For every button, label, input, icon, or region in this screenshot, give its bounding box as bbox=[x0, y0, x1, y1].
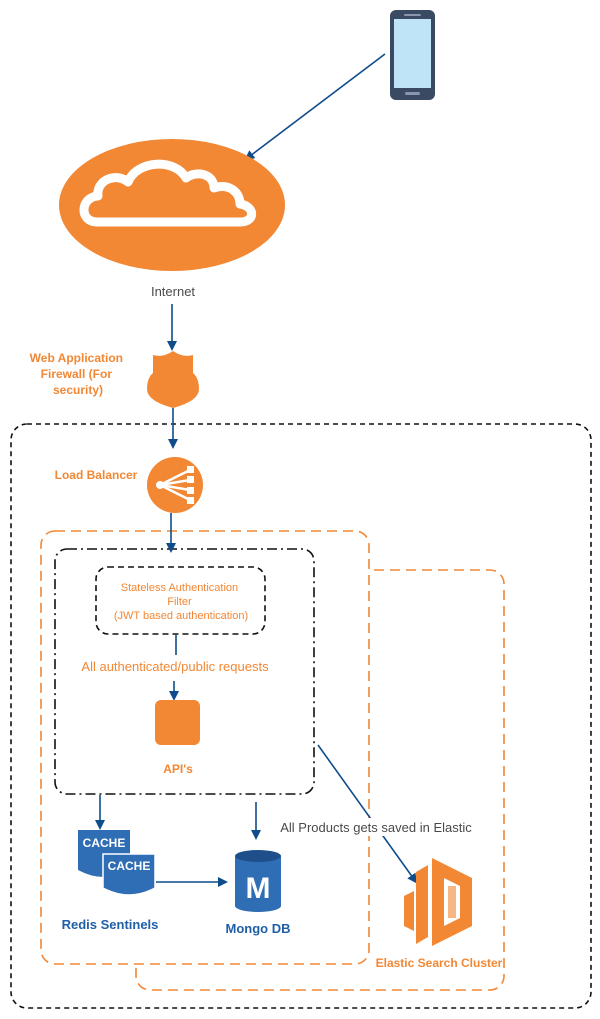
load-balancer-label: Load Balancer bbox=[55, 468, 138, 482]
load-balancer-icon bbox=[147, 457, 203, 513]
api-label: API's bbox=[163, 762, 193, 776]
elasticsearch-icon bbox=[404, 858, 472, 946]
auth-filter-box bbox=[95, 566, 266, 635]
elastic-note-bg bbox=[274, 818, 478, 836]
outer-cluster-boundary bbox=[10, 423, 592, 1009]
redis-label: Redis Sentinels bbox=[62, 917, 159, 932]
auth-filter-label: Stateless Authentication Filter (JWT bas… bbox=[114, 582, 248, 622]
cache-top-label: CACHE bbox=[83, 836, 126, 850]
api-container-boundary bbox=[54, 548, 315, 795]
requests-label: All authenticated/public requests bbox=[81, 659, 269, 674]
database-icon bbox=[235, 850, 281, 912]
elastic-cluster-label: Elastic Search Cluster bbox=[376, 956, 503, 970]
cache-icon bbox=[78, 830, 156, 896]
mongo-letter: M bbox=[246, 872, 271, 905]
phone-to-internet-arrow bbox=[244, 53, 386, 161]
internet-label: Internet bbox=[151, 284, 195, 299]
cache-bottom-label: CACHE bbox=[108, 859, 151, 873]
api-square-icon bbox=[155, 700, 200, 745]
cloud-icon bbox=[59, 139, 285, 271]
firewall-label: Web Application Firewall (For security) bbox=[30, 351, 127, 397]
mongo-label: Mongo DB bbox=[226, 921, 291, 936]
shield-icon bbox=[147, 351, 199, 408]
mobile-phone-icon bbox=[390, 10, 435, 100]
elastic-note-label: All Products gets saved in Elastic bbox=[280, 820, 472, 835]
api-to-elastic-arrow bbox=[317, 744, 418, 884]
